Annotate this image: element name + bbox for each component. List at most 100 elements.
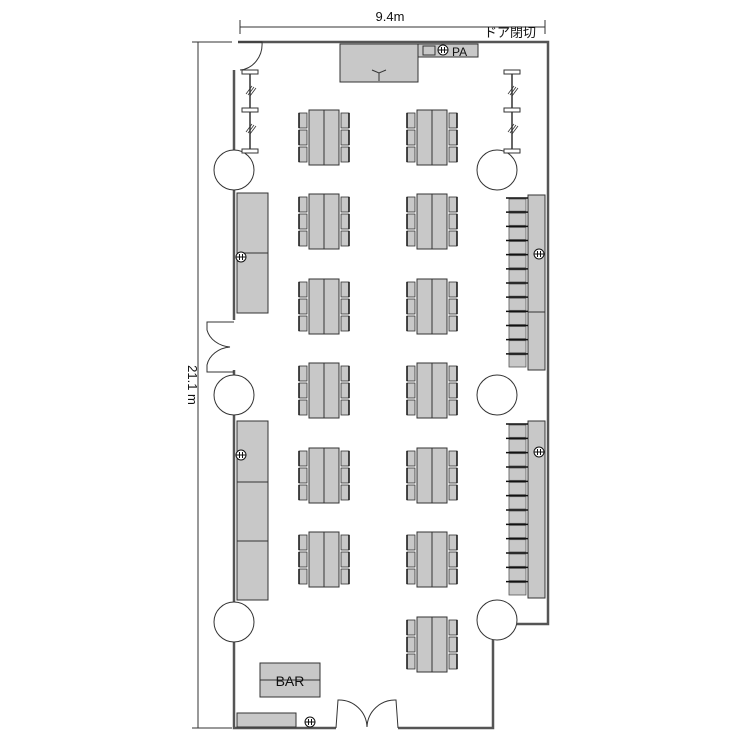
chair-icon xyxy=(406,636,416,653)
chair-icon xyxy=(340,450,350,467)
chair-icon xyxy=(448,568,458,585)
chair-icon xyxy=(298,365,308,382)
chair-icon xyxy=(298,281,308,298)
table-icon xyxy=(406,447,458,504)
chair-icon xyxy=(448,281,458,298)
pillar-icon xyxy=(213,601,255,643)
chair-icon xyxy=(406,484,416,501)
chair-icon xyxy=(406,213,416,230)
chair-icon xyxy=(298,551,308,568)
table-icon xyxy=(406,616,458,673)
chair-icon xyxy=(340,298,350,315)
chair-icon xyxy=(298,112,308,129)
chair-icon xyxy=(298,129,308,146)
chair-icon xyxy=(406,196,416,213)
outlet-icon xyxy=(235,251,247,263)
tables xyxy=(298,109,458,673)
chair-icon xyxy=(448,619,458,636)
chair-icon xyxy=(406,467,416,484)
chair-icon xyxy=(508,326,527,340)
chair-icon xyxy=(508,539,527,553)
main-entrance-door-icon xyxy=(335,699,399,729)
chair-icon xyxy=(406,129,416,146)
chair-icon xyxy=(448,129,458,146)
chair-icon xyxy=(508,212,527,226)
chair-icon xyxy=(508,467,527,481)
pa-speaker-icon xyxy=(422,45,436,56)
chair-icon xyxy=(298,399,308,416)
room-walls xyxy=(232,40,550,730)
chair-icon xyxy=(406,281,416,298)
table-icon xyxy=(298,362,350,419)
chair-icon xyxy=(448,112,458,129)
bar-label: BAR xyxy=(276,673,305,689)
chair-icon xyxy=(340,146,350,163)
outlets xyxy=(235,44,545,728)
chair-icon xyxy=(340,382,350,399)
chair-icon xyxy=(508,340,527,354)
chair-icon xyxy=(340,213,350,230)
chair-icon xyxy=(448,196,458,213)
pillar-icon xyxy=(213,374,255,416)
outlet-icon xyxy=(235,449,247,461)
chair-icon xyxy=(448,365,458,382)
chair-icon xyxy=(508,496,527,510)
width-label: 9.4m xyxy=(376,9,405,24)
height-label: 21.1 m xyxy=(185,365,200,405)
chair-icon xyxy=(508,226,527,240)
chair-icon xyxy=(340,112,350,129)
chair-icon xyxy=(340,230,350,247)
chair-icon xyxy=(340,534,350,551)
chair-icon xyxy=(508,582,527,596)
counter xyxy=(236,420,269,601)
chair-icon xyxy=(406,365,416,382)
chair-icon xyxy=(508,269,527,283)
chair-icon xyxy=(448,484,458,501)
chair-icon xyxy=(448,653,458,670)
bar-counter: BAR xyxy=(259,662,321,698)
chair-icon xyxy=(508,567,527,582)
chair-icon xyxy=(406,298,416,315)
chair-icon xyxy=(340,196,350,213)
chair-icon xyxy=(448,399,458,416)
width-dimension: 9.4m xyxy=(239,9,546,34)
chair-icon xyxy=(340,568,350,585)
chair-icon xyxy=(298,196,308,213)
chair-icon xyxy=(508,524,527,539)
chair-icon xyxy=(298,382,308,399)
chair-icon xyxy=(340,467,350,484)
door-icon xyxy=(238,41,263,71)
chair-icon xyxy=(406,112,416,129)
pillar-icon xyxy=(476,149,518,191)
chair-icon xyxy=(298,450,308,467)
chair-icon xyxy=(340,365,350,382)
service-counter xyxy=(236,712,297,728)
outlet-icon xyxy=(533,446,545,458)
chair-icon xyxy=(508,354,527,368)
chair-icon xyxy=(406,230,416,247)
chair-icon xyxy=(508,453,527,467)
table-icon xyxy=(298,531,350,588)
chair-icon xyxy=(298,230,308,247)
chair-icon xyxy=(448,551,458,568)
chair-icon xyxy=(448,315,458,332)
chair-icon xyxy=(448,146,458,163)
chair-icon xyxy=(508,255,527,269)
outlet-icon xyxy=(437,44,449,56)
table-icon xyxy=(298,278,350,335)
partition-icon xyxy=(241,69,521,154)
table-icon xyxy=(406,531,458,588)
chair-icon xyxy=(508,198,527,212)
chair-icon xyxy=(448,213,458,230)
chair-icon xyxy=(298,298,308,315)
chair-icon xyxy=(508,510,527,524)
chair-icon xyxy=(406,534,416,551)
table-icon xyxy=(298,447,350,504)
side-door-icon xyxy=(206,321,234,373)
chair-icon xyxy=(406,619,416,636)
outlet-icon xyxy=(533,248,545,260)
chair-icon xyxy=(448,382,458,399)
chair-icon xyxy=(406,653,416,670)
chair-icon xyxy=(298,315,308,332)
